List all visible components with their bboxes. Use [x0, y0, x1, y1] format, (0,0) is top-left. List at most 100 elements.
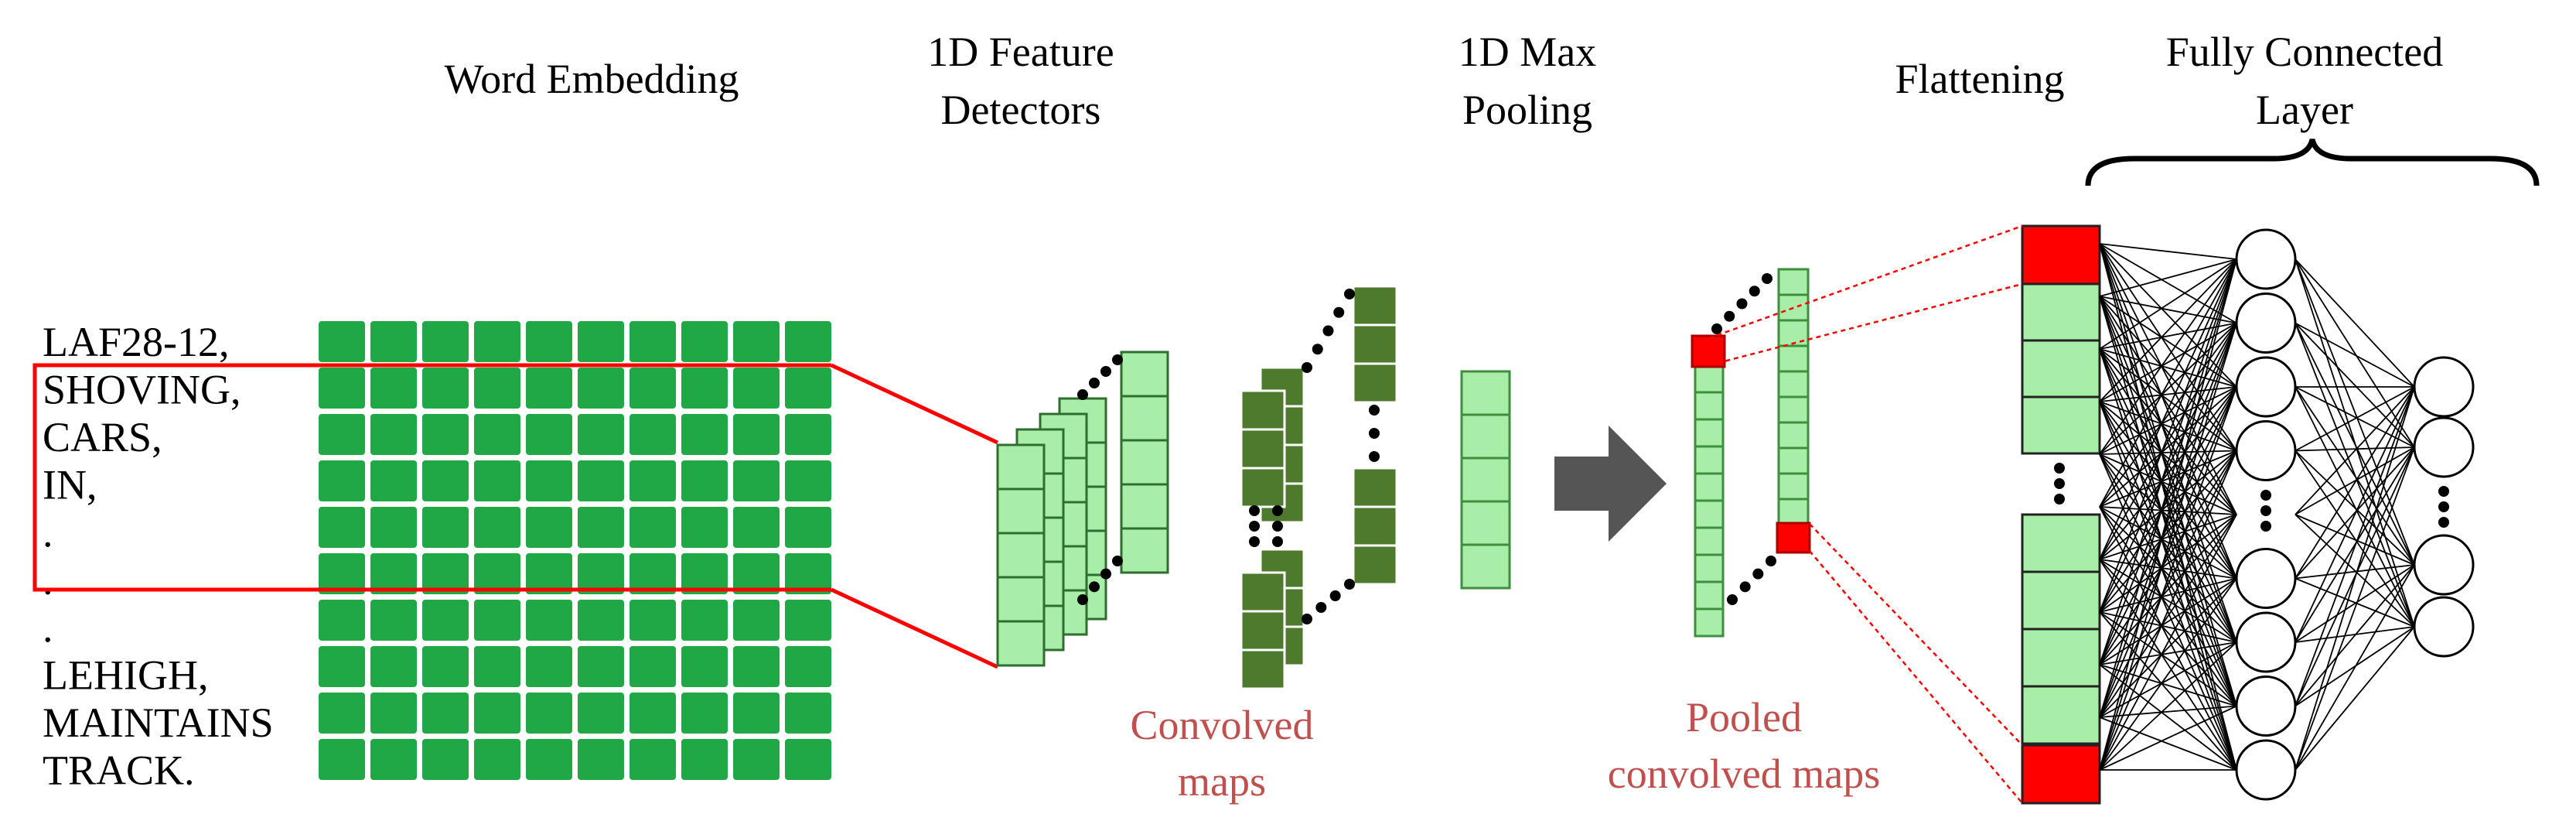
pooled-map-cell [1777, 472, 1810, 501]
embedding-cell [681, 646, 728, 687]
transition-arrow [1554, 426, 1667, 542]
embedding-cell [785, 739, 831, 780]
fc-edge [2099, 450, 2237, 613]
fc-edge [2099, 258, 2237, 718]
heading-feature-detectors-line2: Detectors [941, 87, 1101, 133]
heading-max-pooling-line1: 1D Max [1459, 29, 1596, 75]
ellipsis-dot [1272, 536, 1283, 547]
ellipsis-dot [2438, 501, 2449, 512]
convolved-map-cell [1240, 610, 1286, 652]
label-pooled-maps-line1: Pooled [1686, 694, 1802, 741]
embedding-cell [370, 739, 417, 780]
ellipsis-dot [1369, 428, 1380, 439]
embedding-cell [422, 321, 469, 362]
fc-edge [2295, 564, 2415, 707]
embedding-cell [578, 739, 624, 780]
pooled-map-cell [1694, 580, 1725, 611]
embedding-cell [681, 368, 728, 409]
convolved-map-cell [1240, 428, 1286, 470]
hidden-neuron [2235, 356, 2297, 418]
fc-edge [2295, 386, 2415, 452]
embedding-cell [733, 553, 780, 594]
fc-edge [2099, 705, 2237, 771]
embedding-cell [370, 693, 417, 734]
fc-edge [2099, 401, 2237, 771]
flatten-cell [2021, 513, 2101, 573]
embedding-cell [474, 693, 520, 734]
embedding-cell [370, 460, 417, 501]
embedding-cell [319, 553, 365, 594]
flatten-line-1 [1708, 224, 2023, 340]
embedding-cell [578, 414, 624, 455]
embedding-cell [474, 460, 520, 501]
embedding-cell [681, 693, 728, 734]
feature-detector-cell [1120, 351, 1169, 398]
embedding-cell [370, 600, 417, 641]
ellipsis-dot [1302, 614, 1312, 624]
fc-edge [2295, 258, 2415, 566]
pooled-map-cell [1694, 607, 1725, 638]
ellipsis-dot [1112, 354, 1123, 365]
input-word: IN, [43, 462, 97, 508]
flatten-line-4 [1809, 550, 2023, 804]
embedding-cell [474, 321, 520, 362]
ellipsis-dot [2260, 521, 2271, 532]
embedding-cell [629, 414, 676, 455]
fc-edge [2099, 323, 2237, 718]
ellipsis-dot [1272, 521, 1283, 532]
feature-detector-cell [996, 532, 1046, 579]
output-neuron [2413, 596, 2475, 658]
input-word-list: LAF28-12,SHOVING,CARS, IN,...LEHIGH,MAIN… [43, 319, 274, 794]
embedding-cell [733, 368, 780, 409]
input-word: LAF28-12, [43, 319, 230, 365]
hidden-neuron [2235, 548, 2297, 609]
max-pooling-output-column [1460, 370, 1511, 590]
fc-edge [2295, 564, 2415, 771]
embedding-cell [474, 368, 520, 409]
embedding-cell [578, 507, 624, 548]
ellipsis-dot [1766, 556, 1776, 566]
fc-edge [2295, 446, 2415, 771]
flatten-line-2 [1708, 282, 2023, 367]
flatten-cell [2021, 570, 2101, 631]
fc-edge [2099, 386, 2237, 665]
embedding-cell [578, 600, 624, 641]
embedding-cell [629, 600, 676, 641]
pooled-value-cell [1460, 457, 1511, 503]
ellipsis-dot [2054, 478, 2065, 489]
embedding-cell [422, 646, 469, 687]
ellipsis-dot [1724, 310, 1735, 322]
fc-edge [2295, 450, 2415, 566]
fc-edge [2099, 258, 2237, 613]
flatten-cell [2021, 282, 2101, 342]
pooled-map-cell [1777, 268, 1810, 296]
fc-edge [2099, 450, 2237, 508]
ellipsis-dot [1272, 505, 1283, 516]
embedding-cell [681, 414, 728, 455]
fc-edge [2099, 386, 2237, 508]
pooled-map-cell [1777, 446, 1810, 475]
ellipsis-dot [1112, 556, 1123, 566]
fc-edge [2295, 446, 2415, 515]
pooled-map-cell [1777, 421, 1810, 450]
feature-detector-cell [996, 576, 1046, 623]
flatten-cell [2021, 395, 2101, 455]
embedding-cell [578, 553, 624, 594]
embedding-cell [629, 507, 676, 548]
ellipsis-dot [1333, 306, 1345, 318]
embedding-cell [629, 646, 676, 687]
embedding-cell [785, 414, 831, 455]
embedding-cell [578, 646, 624, 687]
convolved-map-cell [1352, 323, 1398, 365]
fc-edge [2099, 258, 2237, 350]
ellipsis-dot [2054, 494, 2065, 505]
fc-edge [2295, 322, 2415, 448]
fc-edge [2099, 322, 2237, 508]
embedding-cell [319, 507, 365, 548]
embedding-cell [526, 553, 572, 594]
fc-edge [2099, 258, 2237, 771]
embedding-cell [578, 368, 624, 409]
pooled-highlight-bottom [1776, 522, 1811, 554]
fc-edge [2099, 559, 2237, 771]
